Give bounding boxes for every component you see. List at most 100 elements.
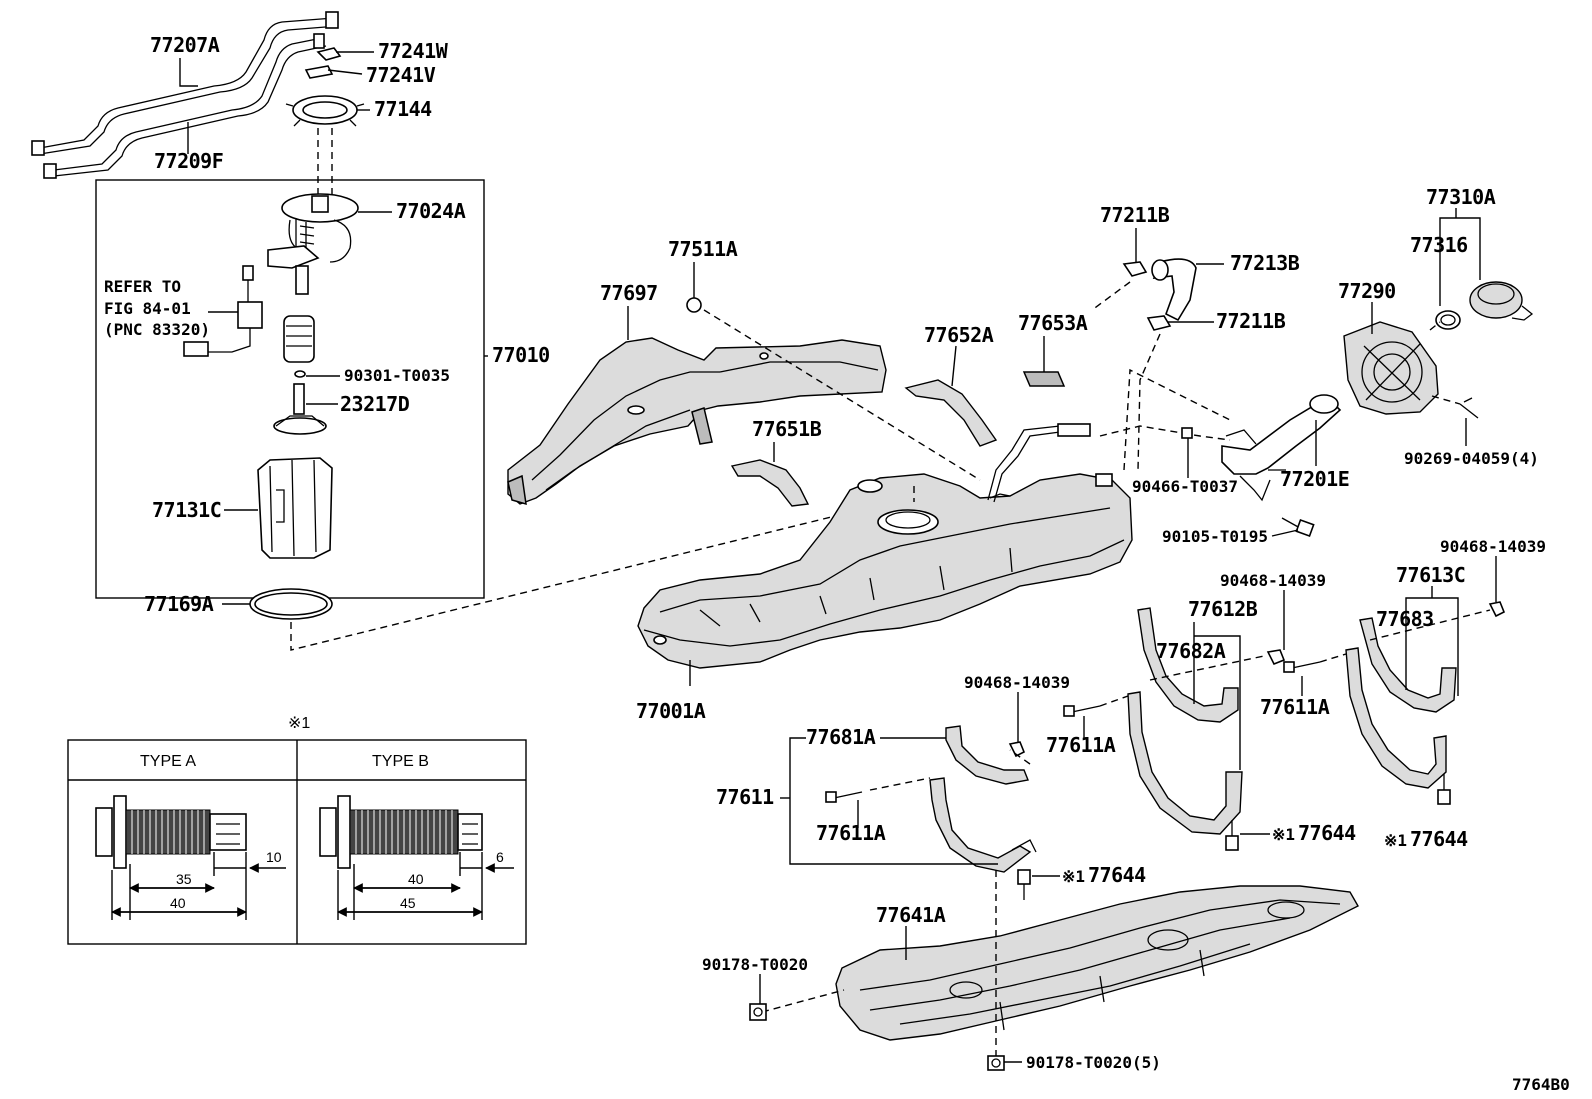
label-77241v: 77241V [366,63,436,87]
clip-90466-t0037 [1181,427,1193,439]
clip-77241w [316,47,342,61]
clip-77511a [686,297,702,313]
note-marker-77644-b: ※1 [1272,825,1295,844]
tank-strap-77682a [1127,607,1243,835]
label-77310a: 77310A [1426,185,1496,209]
clip-90468-a [1008,741,1026,758]
clip-90468-b [1266,649,1286,666]
label-77511a: 77511A [668,237,738,261]
label-77653a: 77653A [1018,311,1088,335]
label-90178-t0020: 90178-T0020 [702,955,808,974]
note-marker-77644-a: ※1 [1062,867,1085,886]
bolt-77611a-b [1063,705,1101,717]
refer-note-line1: REFER TO [104,277,181,296]
fuel-filler-pipe-77201e [1221,394,1342,502]
label-77207a: 77207A [150,33,220,57]
bolt-77644-b [1225,820,1239,851]
label-90468-14039-b: 90468-14039 [1220,571,1326,590]
type-b-dim-total: 45 [400,895,416,911]
label-77644-b: 77644 [1298,821,1356,845]
pad-77653a [1022,371,1066,387]
label-90468-14039-c: 90468-14039 [1440,537,1546,556]
label-77651b: 77651B [752,417,822,441]
type-a-dim-total: 40 [170,895,186,911]
tank-under-cover-77641a [835,885,1359,1041]
label-77611a-b: 77611A [1046,733,1116,757]
type-a-bolt-drawing [95,795,286,920]
diagram-code: 7764B0 [1512,1075,1570,1094]
label-77644-c: 77644 [1410,827,1468,851]
nut-90178-t0020 [749,1003,767,1021]
label-77612b: 77612B [1188,597,1258,621]
fuel-filter [283,315,315,363]
bolt-type-table: ※1 TYPE A TYPE B 35 40 10 [67,715,527,945]
protector-77651b [730,459,810,507]
label-77001a: 77001A [636,699,706,723]
clamp-77211b-mid [1146,315,1172,331]
bolt-77611a-a [825,791,863,803]
tank-strap-77681a [929,725,1037,873]
label-77201e: 77201E [1280,467,1349,491]
label-77644-a: 77644 [1088,863,1146,887]
part-labels: 77207A 77209F 77241W 77241V 77144 77024A… [104,33,1570,1094]
label-77641a: 77641A [876,903,946,927]
screw-90269-04059 [1459,397,1479,419]
fuel-line-tubes [31,11,339,179]
label-77209f: 77209F [154,149,223,173]
label-77316: 77316 [1410,233,1468,257]
clip-90468-c [1488,601,1506,618]
label-77169a: 77169A [144,592,214,616]
label-77613c: 77613C [1396,563,1465,587]
label-77683: 77683 [1376,607,1434,631]
nut-90178-t0020-x5 [987,1055,1005,1071]
label-77024a: 77024A [396,199,466,223]
strap-set-bracket-77611 [789,737,998,865]
label-77213b: 77213B [1230,251,1300,275]
type-b-dim-tip: 6 [496,849,504,865]
label-90301-t0035: 90301-T0035 [344,366,450,385]
leader-lines [179,51,1497,1063]
label-77211b-top: 77211B [1100,203,1170,227]
label-90466-t0037: 90466-T0037 [1132,477,1238,496]
fuel-cap-77310a [1469,281,1534,321]
label-77010: 77010 [492,343,550,367]
bolt-90105-t0195 [1281,517,1315,538]
type-a-header: TYPE A [140,753,196,770]
label-77611: 77611 [716,785,774,809]
bolt-77611a-c [1283,661,1321,673]
label-90178-t0020-x5: 90178-T0020(5) [1026,1053,1161,1072]
label-77682a: 77682A [1156,639,1226,663]
type-b-dim-thread: 40 [408,871,424,887]
fuel-tank-77001a [637,473,1133,669]
label-77681a: 77681A [806,725,876,749]
fuel-sender-gauge [183,265,263,357]
filler-gasket-77316 [1435,310,1461,330]
clip-77241v [304,65,334,79]
label-23217d: 23217D [340,392,410,416]
label-77131c: 77131C [152,498,221,522]
bolt-77644-c [1437,774,1451,805]
label-77652a: 77652A [924,323,994,347]
filler-hose-77213b [1151,258,1197,322]
fuel-pump-23217d [273,383,327,435]
filler-housing-77290 [1343,321,1439,415]
label-77611a-a: 77611A [816,821,886,845]
lock-ring-77144 [285,95,365,127]
label-77211b-mid: 77211B [1216,309,1286,333]
type-a-dim-thread: 35 [176,871,192,887]
heat-protector-77697 [507,337,887,506]
tank-strap-77683 [1345,617,1457,789]
breather-tube [987,425,1061,503]
o-ring-90301 [294,370,306,378]
type-b-bolt-drawing [319,795,514,920]
type-a-dim-tip: 10 [266,849,282,865]
clamp-77211b-top [1122,261,1148,277]
pump-cover-77024a [267,193,359,295]
label-77611a-c: 77611A [1260,695,1330,719]
label-77144: 77144 [374,97,432,121]
label-90269-04059: 90269-04059(4) [1404,449,1539,468]
note-marker-77644-c: ※1 [1384,831,1407,850]
refer-note-line3: (PNC 83320) [104,320,210,339]
label-90105-t0195: 90105-T0195 [1162,527,1268,546]
